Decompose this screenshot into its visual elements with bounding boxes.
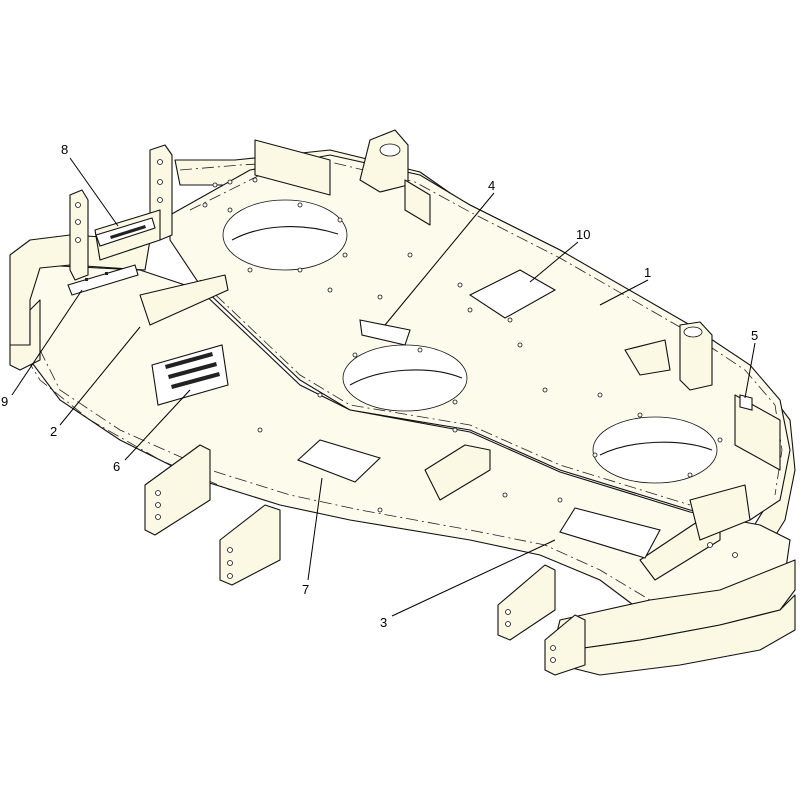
leader-5 — [744, 342, 756, 399]
callout-1: 1 — [644, 265, 651, 280]
decal-10 — [468, 269, 557, 319]
leader-7 — [307, 477, 323, 581]
right-front-skirt — [689, 484, 751, 558]
callout-4: 4 — [488, 178, 495, 193]
spindle-opening-right — [592, 416, 718, 484]
rear-center-bracket — [254, 129, 431, 226]
decal-3 — [559, 507, 661, 559]
spindle-openings — [222, 199, 718, 484]
leader-lines — [11, 157, 756, 617]
callout-10: 10 — [576, 227, 590, 242]
callout-3: 3 — [380, 615, 387, 630]
leader-9 — [11, 289, 83, 396]
leader-1 — [599, 279, 649, 306]
leader-6 — [124, 389, 191, 461]
right-bracket — [624, 321, 781, 471]
leader-4 — [384, 192, 495, 326]
decal-6 — [151, 344, 229, 406]
spindle-opening-left — [222, 199, 348, 271]
decals — [67, 217, 753, 559]
leader-3 — [391, 539, 556, 617]
callout-labels: 8 9 2 6 7 3 4 10 1 5 — [1, 142, 758, 630]
spindle-opening-center — [342, 344, 468, 412]
decal-5 — [739, 394, 753, 411]
callout-6: 6 — [113, 459, 120, 474]
callout-8: 8 — [61, 142, 68, 157]
front-hoc-brackets — [144, 444, 586, 676]
callout-5: 5 — [751, 328, 758, 343]
decal-7 — [296, 439, 382, 483]
callout-9: 9 — [1, 394, 8, 409]
leader-10 — [529, 241, 579, 283]
callout-2: 2 — [50, 424, 57, 439]
decal-4 — [359, 319, 411, 346]
leader-8 — [69, 157, 119, 227]
decal-9 — [67, 264, 139, 296]
callout-7: 7 — [302, 582, 309, 597]
leader-2 — [59, 326, 141, 426]
